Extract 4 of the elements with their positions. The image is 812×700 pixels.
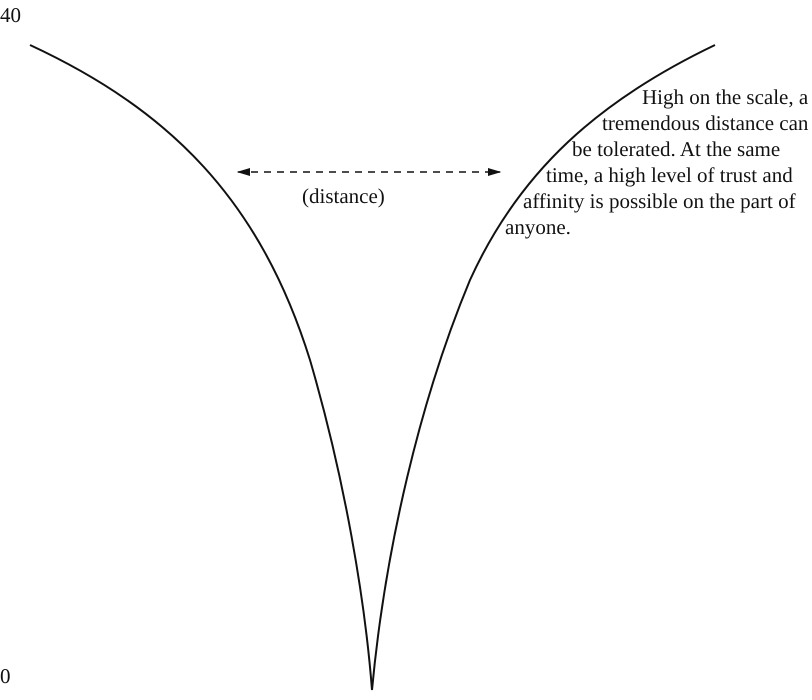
axis-tick-label: 40 bbox=[0, 2, 21, 28]
annotation-paragraph: High on the scale, a tremendous distance can be tolerated. At the same time, a high level of trust and affinity is possible on the part of anyone. bbox=[505, 85, 808, 239]
dimension-label: (distance) bbox=[302, 183, 385, 209]
axis-tick-label: 0 bbox=[0, 663, 10, 689]
